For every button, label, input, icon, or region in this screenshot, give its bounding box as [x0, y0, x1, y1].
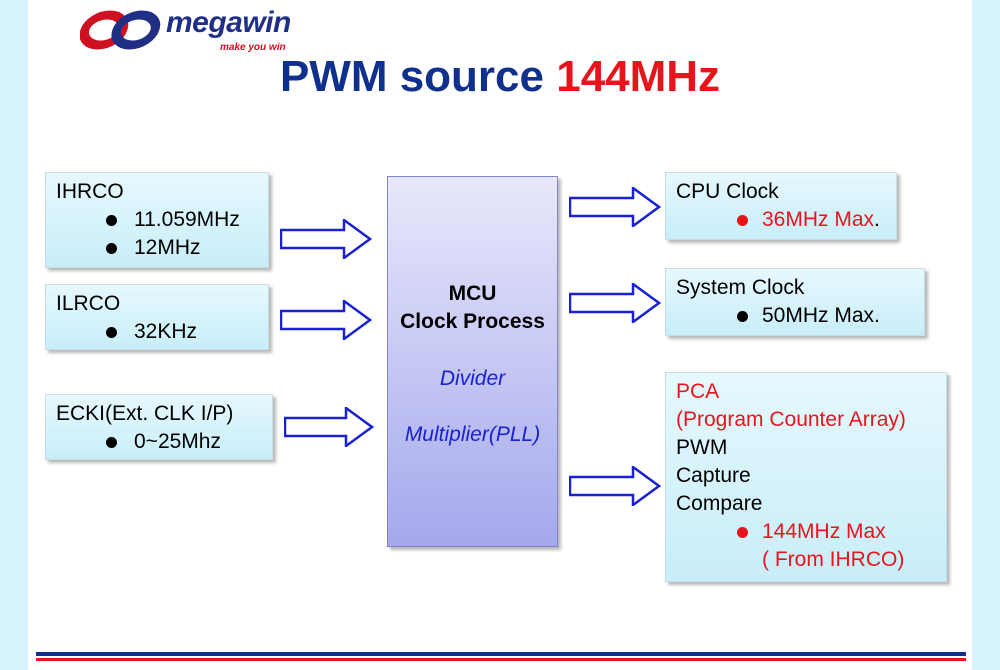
source-box-ecki: ECKI(Ext. CLK I/P) 0~25Mhz	[45, 394, 273, 460]
arrow-right-icon	[280, 219, 372, 259]
megawin-logo-icon	[80, 10, 161, 50]
source-item: 32KHz	[56, 318, 258, 346]
arrow-right-icon	[569, 187, 661, 227]
page-title: PWM source 144MHz	[28, 52, 972, 102]
pca-note: ( From IHRCO)	[762, 548, 905, 571]
footer-rule-blue	[36, 652, 966, 656]
mcu-title: MCU Clock Process	[388, 280, 557, 336]
pca-name: PCA	[676, 380, 720, 403]
slide: megawin make you win PWM source 144MHz I…	[28, 0, 972, 670]
output-name: System Clock	[676, 276, 805, 299]
source-box-ihrco: IHRCO 11.059MHz 12MHz	[45, 172, 269, 268]
output-box-system-clock: System Clock 50MHz Max.	[665, 268, 925, 336]
mcu-title-line1: MCU	[448, 282, 497, 305]
output-box-cpu-clock: CPU Clock 36MHz Max.	[665, 172, 897, 240]
source-name: IHRCO	[56, 180, 124, 203]
title-highlight: 144MHz	[556, 52, 721, 101]
source-item: 11.059MHz	[56, 206, 258, 234]
source-item: 0~25Mhz	[56, 428, 262, 456]
footer-rule-red	[36, 658, 966, 661]
pca-max-item: 144MHz Max	[676, 518, 936, 546]
arrow-right-icon	[284, 407, 374, 447]
megawin-logo: megawin make you win	[80, 6, 320, 56]
pca-feature: Compare	[676, 492, 763, 515]
mcu-divider: Divider	[439, 367, 506, 390]
mcu-multiplier: Multiplier(PLL)	[404, 423, 541, 446]
mcu-title-line2: Clock Process	[400, 310, 545, 333]
output-box-pca: PCA (Program Counter Array) PWM Capture …	[665, 372, 947, 582]
pca-feature: PWM	[676, 436, 728, 459]
pca-feature: Capture	[676, 464, 751, 487]
source-name: ECKI(Ext. CLK I/P)	[56, 402, 234, 425]
arrow-right-icon	[569, 283, 661, 323]
source-item: 12MHz	[56, 234, 258, 262]
mcu-clock-process-box: MCU Clock Process Divider Multiplier(PLL…	[387, 176, 558, 547]
output-item: 50MHz Max.	[676, 302, 914, 330]
output-name: CPU Clock	[676, 180, 779, 203]
source-name: ILRCO	[56, 292, 121, 315]
logo-wordmark: megawin	[166, 6, 291, 39]
output-item: 36MHz Max.	[676, 206, 886, 234]
arrow-right-icon	[280, 300, 372, 340]
arrow-right-icon	[569, 466, 661, 506]
logo-tagline: make you win	[220, 42, 286, 53]
source-box-ilrco: ILRCO 32KHz	[45, 284, 269, 350]
title-main: PWM source	[279, 52, 557, 101]
pca-subtitle: (Program Counter Array)	[676, 408, 906, 431]
